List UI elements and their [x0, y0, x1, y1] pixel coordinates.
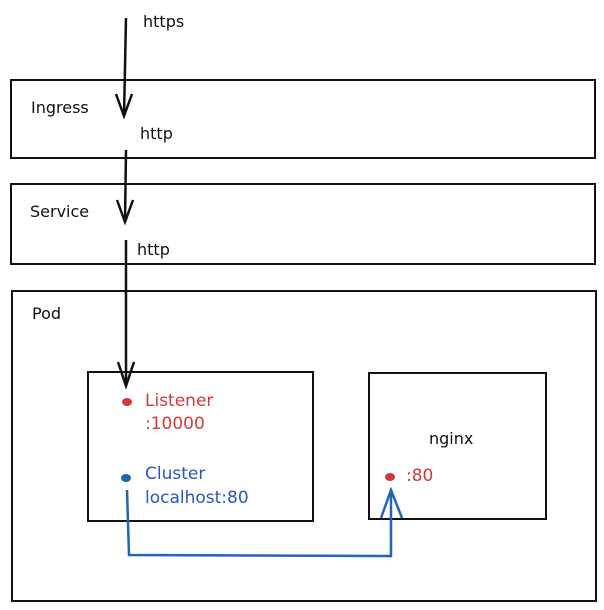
- http-arrow-1: [123, 149, 128, 223]
- cluster-address: localhost:80: [145, 488, 249, 508]
- nginx-box: [368, 372, 547, 520]
- listener-label: Listener: [145, 391, 214, 411]
- https-arrow: [122, 17, 128, 117]
- ingress-label: Ingress: [31, 98, 89, 117]
- arrowhead-icon: [114, 93, 134, 120]
- cluster-to-nginx-arrow: [125, 489, 393, 558]
- ingress-box: [10, 79, 596, 159]
- envoy-box: [87, 371, 314, 522]
- arrowhead-icon: [379, 486, 404, 519]
- nginx-label: nginx: [429, 429, 474, 448]
- pod-label: Pod: [32, 304, 62, 323]
- http-label-1: http: [140, 124, 173, 143]
- arrowhead-icon: [115, 199, 135, 226]
- listener-port: :10000: [145, 414, 205, 434]
- https-label: https: [143, 12, 185, 31]
- arrowhead-icon: [116, 361, 136, 390]
- service-box: [10, 183, 596, 265]
- listener-dot-icon: [122, 398, 132, 406]
- cluster-dot-icon: [121, 474, 131, 482]
- nginx-port: :80: [406, 466, 434, 486]
- pod-box: [11, 290, 597, 602]
- http-label-2: http: [137, 240, 170, 259]
- nginx-port-dot-icon: [385, 473, 395, 481]
- cluster-label: Cluster: [145, 464, 206, 484]
- service-label: Service: [30, 202, 90, 221]
